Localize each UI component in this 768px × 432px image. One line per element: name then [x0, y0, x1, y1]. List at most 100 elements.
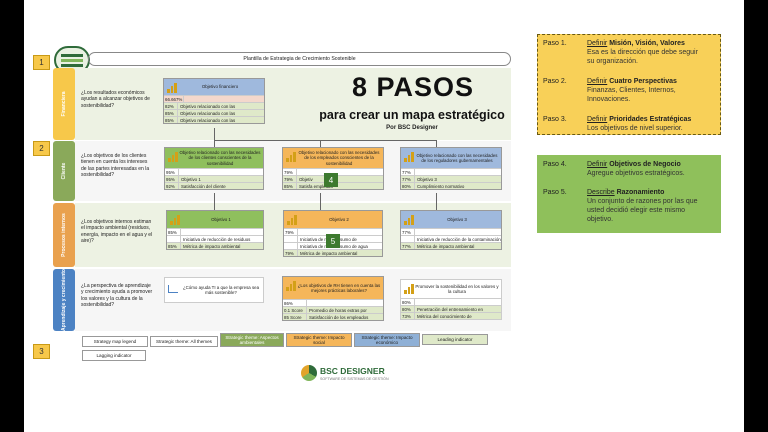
card-title: Objetivo relacionado con las necesidades…: [416, 152, 498, 163]
card-title: Objetivo relacionado con las necesidades…: [298, 150, 380, 166]
row-value: 85%: [283, 183, 297, 189]
row-label: Penetración del entrenamiento en: [417, 306, 483, 312]
lane-internal: Procesos internos: [53, 203, 75, 267]
row-label: Iniciativa de reducción de residuos: [183, 236, 251, 242]
client-objective-card-1[interactable]: Objetivo relacionado con las necesidades…: [164, 147, 264, 190]
lane-client-label: Cliente: [61, 162, 67, 180]
client-objective-card-3[interactable]: Objetivo relacionado con las necesidades…: [400, 147, 502, 190]
legend-economic[interactable]: Strategic theme: Impacto económico: [354, 333, 420, 347]
row-value: 95%: [165, 169, 179, 175]
lane-learning: Aprendizaje y crecimiento: [53, 269, 75, 331]
bar-chart-icon: [168, 152, 178, 162]
row-value: 85%: [164, 110, 178, 116]
step-number-2: 2: [33, 141, 50, 156]
row-value: [167, 236, 181, 242]
legend-strategy-map[interactable]: Strategy map legend: [82, 336, 148, 347]
slide: 1 2 3 Plantilla de Estrategia de Crecimi…: [24, 0, 744, 432]
lane-finance: Financiera: [53, 68, 75, 140]
row-label: Cumplimiento normativo: [417, 183, 465, 189]
row-value: 80%: [401, 183, 415, 189]
row-label: Objetiv: [299, 176, 313, 182]
legend-lagging-indicator[interactable]: Lagging indicator: [82, 350, 146, 361]
lane-learning-label: Aprendizaje y crecimiento: [61, 269, 67, 331]
paso-heading: Objetivos de Negocio: [609, 161, 681, 168]
card-title: ¿Cómo ayuda TI a que la empresa sea más …: [182, 284, 260, 295]
bar-chart-icon: [167, 83, 177, 93]
paso-heading: Misión, Visión, Valores: [609, 40, 685, 47]
card-title: Objetivo 3: [447, 216, 467, 222]
row-label: Objetivo 3: [417, 176, 437, 182]
row-label: Promedio de horas extras por: [309, 307, 367, 313]
row-value: 66.667%: [165, 96, 184, 102]
question-learning: ¿La perspectiva de aprendizaje y crecimi…: [81, 283, 153, 308]
paso-number: Paso 1.: [543, 40, 567, 47]
lane-finance-label: Financiera: [61, 91, 67, 117]
row-label: Métrica de impacto ambiental: [300, 250, 358, 256]
steps-panel-top: [537, 34, 721, 135]
connector: [320, 193, 321, 210]
learning-objective-3[interactable]: Promover la sostenibilidad en los valore…: [400, 279, 502, 320]
card-title: Promover la sostenibilidad en los valore…: [415, 283, 499, 294]
row-label: Iniciativa de reducción de la contaminac…: [417, 236, 501, 242]
row-value: 77%: [401, 176, 415, 182]
finance-objective-card[interactable]: Objetivo financiero 66.667% 82%Objetivo …: [163, 78, 265, 124]
hero-title: 8 PASOS: [351, 72, 475, 102]
row-value: [401, 236, 415, 242]
card-title: Objetivo financiero: [201, 84, 239, 90]
connector: [320, 140, 321, 147]
card-title: Objetivo relacionado con las necesidades…: [179, 150, 261, 166]
row-value: 95%: [165, 176, 179, 182]
row-label: Satisfacción del cliente: [181, 183, 226, 189]
legend-leading-indicator[interactable]: Leading indicator: [422, 334, 488, 345]
row-value: [284, 243, 298, 249]
connector: [436, 140, 437, 147]
legend-environmental[interactable]: Strategic theme: Aspectos ambientales: [220, 333, 284, 347]
bar-chart-icon: [286, 281, 296, 291]
row-value: 86%: [283, 300, 307, 306]
paso-number: Paso 3.: [543, 116, 567, 123]
row-value: [284, 236, 298, 242]
hero-byline: Por BSC Designer: [386, 125, 438, 131]
line-chart-icon: [168, 285, 178, 293]
internal-objective-card-3[interactable]: Objetivo 3 77% Iniciativa de reducción d…: [400, 210, 502, 250]
paso-heading: Cuatro Perspectivas: [609, 78, 677, 85]
row-value: 79%: [283, 169, 297, 175]
connector: [214, 140, 215, 147]
learning-objective-1[interactable]: ¿Cómo ayuda TI a que la empresa sea más …: [164, 277, 264, 303]
row-label: Métrica de impacto ambiental: [417, 243, 475, 249]
row-value: 85%: [164, 117, 178, 123]
row-value: 79%: [284, 250, 298, 256]
row-value: 79%: [283, 176, 297, 182]
paso-heading: Razonamiento: [616, 189, 665, 196]
row-label: Objetivo 1: [181, 176, 201, 182]
paso-description: Esa es la dirección que debe seguir su o…: [587, 48, 698, 65]
paso-verb: Definir: [587, 161, 608, 168]
row-value: 77%: [401, 243, 415, 249]
step-badge-5: 5: [326, 234, 340, 248]
hero-subtitle: para crear un mapa estratégico: [319, 108, 505, 122]
row-label: Satisfacción de los empleados: [309, 314, 369, 320]
paso-description: Finanzas, Clientes, Internos, Innovacion…: [587, 86, 676, 103]
paso-number: Paso 4.: [543, 161, 567, 168]
card-title: ¿Los objetivos de RH tienen en cuenta la…: [297, 282, 381, 293]
row-label: Objetivo relacionado con las: [180, 117, 236, 123]
internal-objective-card-1[interactable]: Objetivo 1 85% Iniciativa de reducción d…: [166, 210, 264, 250]
row-label: Satisfa empleado: [299, 183, 333, 189]
paso-description: Agregue objetivos estratégicos.: [587, 169, 685, 177]
row-value: 80%: [401, 306, 415, 312]
paso-description: Los objetivos de nivel superior.: [587, 124, 683, 132]
bsc-logo-name: BSC DESIGNER: [320, 366, 385, 376]
step-badge-4: 4: [324, 173, 338, 187]
paso-verb: Definir: [587, 40, 608, 47]
bsc-logo-tagline: SOFTWARE DE SISTEMAS DE GESTIÓN: [320, 377, 389, 381]
question-internal: ¿Los objetivos internos estiman el impac…: [81, 219, 153, 244]
row-value: 85%: [167, 243, 181, 249]
paso-verb: Describe: [587, 189, 615, 196]
legend-all-themes[interactable]: Strategic theme: All themes: [150, 336, 218, 347]
row-value: 92%: [165, 183, 179, 189]
template-title-bar: Plantilla de Estrategia de Crecimiento S…: [88, 52, 511, 66]
learning-objective-2[interactable]: ¿Los objetivos de RH tienen en cuenta la…: [282, 276, 384, 321]
legend-social[interactable]: Strategic theme: Impacto social: [286, 333, 352, 347]
bar-chart-icon: [170, 215, 180, 225]
row-value: 0.1 Score: [283, 307, 307, 313]
